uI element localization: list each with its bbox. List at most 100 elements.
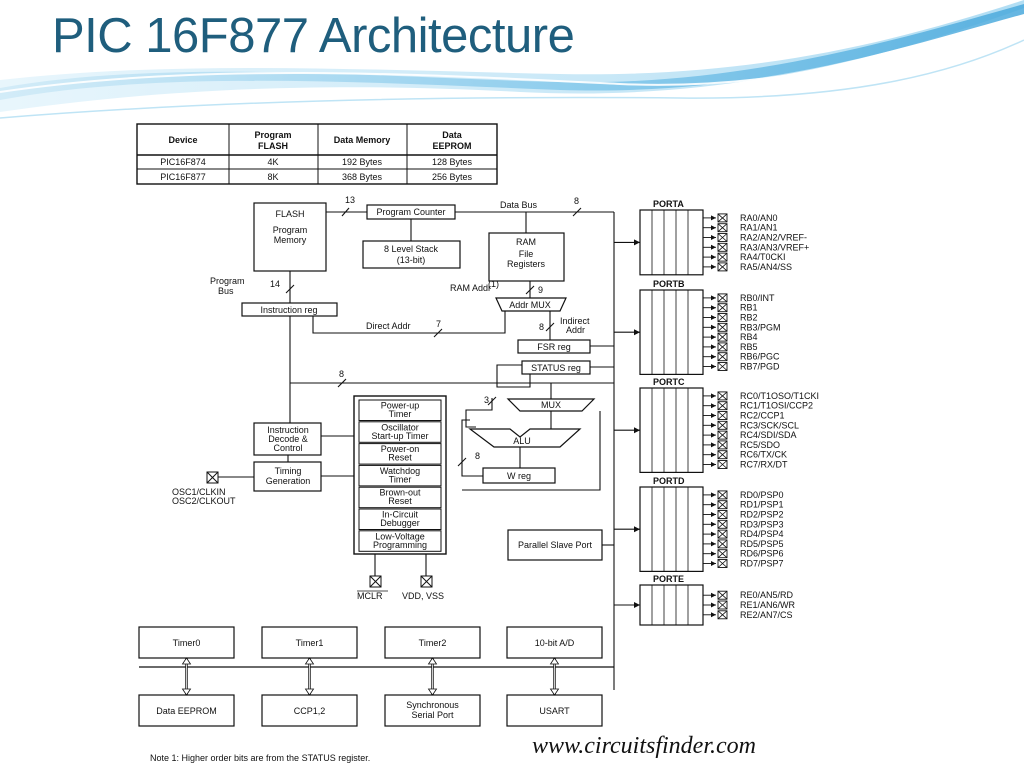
port-portc: PORTCRC0/T1OSO/T1CKIRC1/T1OSI/CCP2RC2/CC… [614, 377, 819, 474]
status-register: STATUS reg [521, 360, 591, 375]
program-bus-label: Bus [218, 286, 234, 296]
table-header: FLASH [258, 141, 288, 151]
peripheral-label: Timer0 [173, 638, 201, 648]
pin-connector-icon [717, 450, 728, 460]
svg-text:VDD, VSS: VDD, VSS [402, 591, 444, 601]
flash-program-memory: FLASH Program Memory [253, 202, 327, 272]
pin-label: RD0/PSP0 [740, 490, 784, 500]
pin-connector-icon [717, 362, 728, 371]
ram-addr-label: RAM Addr [450, 283, 491, 293]
pin-connector-icon [717, 401, 728, 411]
instruction-register: Instruction reg [241, 302, 338, 317]
pin-connector-icon [717, 549, 728, 559]
svg-text:Memory: Memory [274, 235, 307, 245]
vdd-vss-pins: VDD, VSS [402, 554, 444, 601]
pin-connector-icon [717, 420, 728, 430]
table-cell: PIC16F877 [160, 172, 206, 182]
table-cell: 256 Bytes [432, 172, 473, 182]
mclr-pin: MCLR [357, 554, 388, 601]
svg-text:File: File [519, 249, 534, 259]
pin-connector-icon [717, 539, 728, 549]
table-header: Data Memory [334, 135, 391, 145]
control-block [358, 421, 442, 443]
svg-text:Instruction reg: Instruction reg [260, 305, 317, 315]
indirect-addr-label: Indirect [560, 316, 590, 326]
table-header: EEPROM [432, 141, 471, 151]
port-portb: PORTBRB0/INTRB1RB2RB3/PGMRB4RB5RB6/PGCRB… [614, 279, 781, 376]
pin-connector-icon [717, 313, 728, 322]
osc1-label: OSC1/CLKIN [172, 487, 226, 497]
addr-mux: Addr MUX [495, 297, 567, 312]
control-block-label: Brown-out [379, 488, 421, 498]
svg-text:Program: Program [273, 225, 308, 235]
pin-connector-icon [717, 490, 728, 500]
svg-text:RAM: RAM [516, 237, 536, 247]
svg-text:MUX: MUX [541, 400, 561, 410]
pin-label: RB2 [740, 313, 758, 323]
control-block [358, 443, 442, 465]
fsr-register: FSR reg [517, 339, 591, 354]
level-stack: 8 Level Stack (13-bit) [362, 240, 461, 269]
control-block-label: Start-up Timer [371, 431, 428, 441]
pin-label: RC3/SCK/SCL [740, 420, 799, 430]
bus-width-label: 7 [436, 319, 441, 329]
port-portd: PORTDRD0/PSP0RD1/PSP1RD2/PSP2RD3/PSP3RD4… [614, 476, 784, 573]
alu: ALU [468, 428, 582, 448]
pin-label: RC6/TX/CK [740, 450, 787, 460]
port-name: PORTB [653, 279, 685, 289]
ram-file-registers: RAM File Registers [488, 232, 565, 282]
pin-connector-icon [717, 460, 728, 469]
control-block-label: Debugger [380, 518, 420, 528]
svg-text:8 Level Stack: 8 Level Stack [384, 244, 439, 254]
pin-connector-icon [717, 529, 728, 539]
pin-label: RB5 [740, 342, 758, 352]
program-counter: Program Counter [366, 204, 456, 220]
pin-label: RD2/PSP2 [740, 510, 784, 520]
pin-label: RA3/AN3/VREF+ [740, 242, 809, 252]
pin-label: RC0/T1OSO/T1CKI [740, 391, 819, 401]
pin-connector-icon [717, 342, 728, 352]
control-block-label: Oscillator [381, 422, 419, 432]
peripheral-label: Data EEPROM [156, 706, 217, 716]
osc-pins: OSC1/CLKIN OSC2/CLKOUT [172, 471, 254, 506]
pin-label: RA5/AN4/SS [740, 262, 792, 272]
pin-label: RB0/INT [740, 293, 775, 303]
pin-label: RD5/PSP5 [740, 539, 784, 549]
svg-text:FSR reg: FSR reg [537, 342, 571, 352]
pin-connector-icon [717, 610, 728, 620]
pin-connector-icon [717, 519, 728, 529]
direct-addr-label: Direct Addr [366, 321, 411, 331]
pin-label: RB4 [740, 332, 758, 342]
svg-text:(13-bit): (13-bit) [397, 255, 426, 265]
pin-label: RD4/PSP4 [740, 529, 784, 539]
pin-connector-icon [717, 242, 728, 252]
table-cell: 128 Bytes [432, 157, 473, 167]
control-block [358, 399, 442, 421]
port-porta: PORTARA0/AN0RA1/AN1RA2/AN2/VREF-RA3/AN3/… [614, 199, 809, 276]
svg-text:MCLR: MCLR [357, 591, 383, 601]
bus-width-label: 9 [538, 285, 543, 295]
peripheral-block [506, 694, 603, 727]
control-block-label: Power-on [381, 444, 420, 454]
pin-connector-icon [717, 559, 728, 568]
port-name: PORTD [653, 476, 685, 486]
pin-connector-icon [717, 223, 728, 233]
mux: MUX [506, 398, 596, 412]
port-name: PORTC [653, 377, 685, 387]
timing-generation: Timing Generation [253, 461, 322, 492]
pin-label: RA1/AN1 [740, 223, 778, 233]
ram-addr-note: (1) [488, 279, 499, 289]
pin-connector-icon [717, 600, 728, 610]
peripheral-block [384, 694, 481, 727]
svg-text:Decode &: Decode & [268, 434, 308, 444]
pin-connector-icon [717, 391, 728, 401]
peripheral-block [506, 626, 603, 659]
instruction-decode-control: Instruction Decode & Control [253, 422, 322, 456]
program-bus-label: Program [210, 276, 245, 286]
pin-label: RE0/AN5/RD [740, 590, 794, 600]
pin-label: RA0/AN0 [740, 213, 778, 223]
peripheral-label: Serial Port [411, 710, 454, 720]
